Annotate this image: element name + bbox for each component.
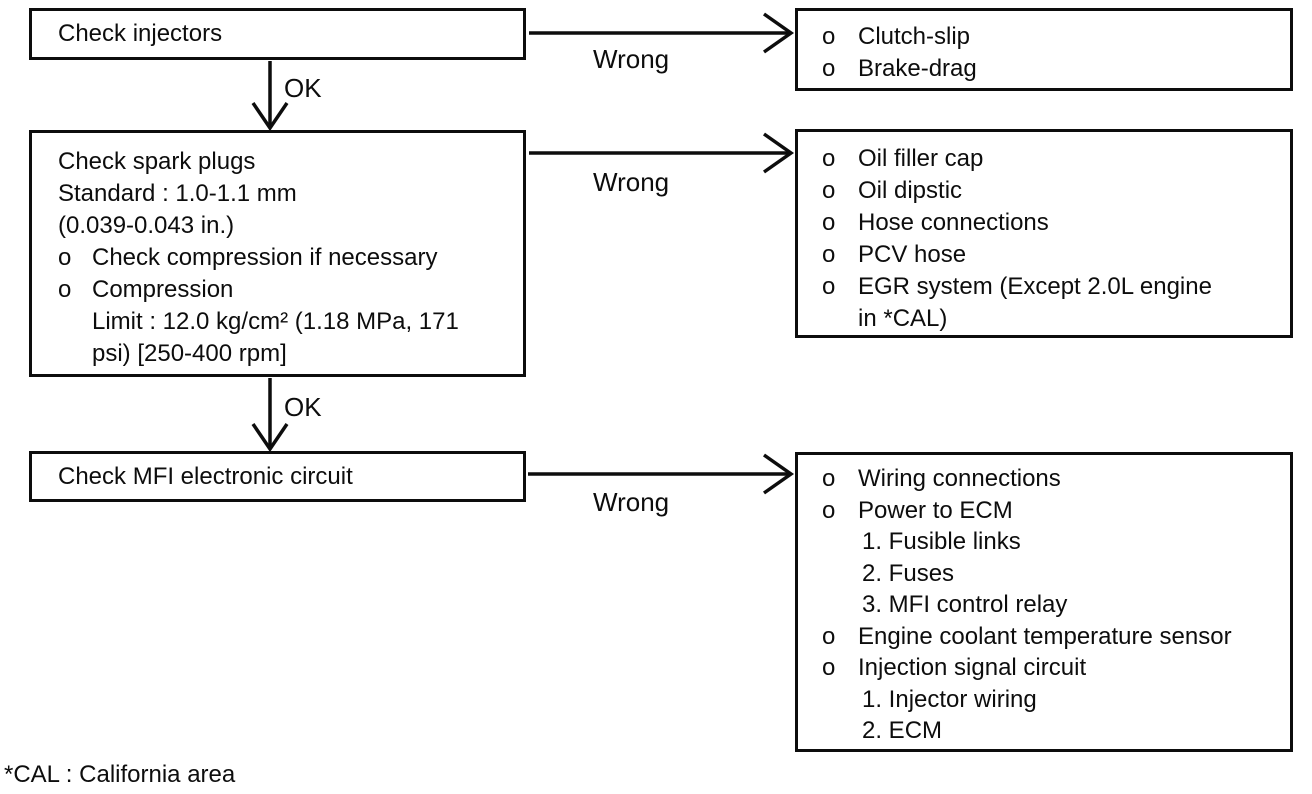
list-item-label: 2. ECM	[862, 717, 943, 744]
list-item: o Compression	[58, 274, 517, 306]
list-item: o Check compression if necessary	[58, 242, 517, 274]
list-item-label: Power to ECM	[858, 496, 1013, 524]
list-item-continuation: Limit : 12.0 kg/cm² (1.18 MPa, 171	[58, 306, 517, 338]
list-item: o Wiring connections	[822, 463, 1284, 495]
bullet-marker: o	[822, 241, 836, 268]
step-box-check-mfi-circuit: Check MFI electronic circuit	[29, 451, 526, 502]
list-item-label: Compression	[92, 276, 234, 303]
list-item-label: Engine coolant temperature sensor	[858, 622, 1232, 650]
text-line-label: Check spark plugs	[58, 148, 256, 175]
arrow-mfi-wrong-head	[762, 453, 795, 495]
edge-label-wrong-injectors: Wrong	[593, 44, 670, 74]
list-item-label: psi) [250-400 rpm]	[92, 340, 287, 367]
list-item: o EGR system (Except 2.0L engine	[822, 271, 1284, 303]
step-title: Check injectors	[58, 20, 223, 47]
list-item-label: in *CAL)	[858, 305, 948, 332]
text-line: (0.039-0.043 in.)	[58, 210, 517, 242]
bullet-marker: o	[822, 55, 836, 82]
list-item-continuation: psi) [250-400 rpm]	[58, 338, 517, 370]
bullet-marker: o	[822, 465, 836, 492]
list-item-label: 1. Injector wiring	[862, 685, 1037, 713]
arrow-injectors-wrong-head	[762, 12, 795, 54]
list-item-label: 3. MFI control relay	[862, 591, 1068, 618]
step-title: Check MFI electronic circuit	[58, 462, 353, 490]
text-line: Standard : 1.0-1.1 mm	[58, 178, 517, 210]
result-box-mfi-wrong: o Wiring connections o Power to ECM 1. F…	[795, 452, 1293, 752]
text-line: Check spark plugs	[58, 146, 517, 178]
list-item-label: PCV hose	[858, 241, 967, 268]
footnote-cal: *CAL : California area	[4, 761, 236, 788]
list-item-label: 2. Fuses	[862, 559, 955, 587]
list-item-label: Limit : 12.0 kg/cm² (1.18 MPa, 171	[92, 308, 459, 335]
edge-label-wrong-spark: Wrong	[593, 167, 670, 197]
bullet-marker: o	[58, 244, 72, 271]
list-item-label: Injection signal circuit	[858, 654, 1087, 681]
list-item-label: Check compression if necessary	[92, 244, 438, 271]
list-item-label: Oil filler cap	[858, 145, 984, 172]
bullet-marker: o	[822, 23, 836, 50]
result-box-spark-plugs-wrong: o Oil filler cap o Oil dipstic o Hose co…	[795, 129, 1293, 338]
numbered-sub-item: 2. ECM	[822, 715, 1284, 747]
list-item: o Clutch-slip	[822, 21, 1284, 53]
step-box-check-injectors: Check injectors	[29, 8, 526, 60]
bullet-marker: o	[822, 496, 836, 524]
list-item: o Oil dipstic	[822, 175, 1284, 207]
list-item-label: Clutch-slip	[858, 23, 971, 50]
numbered-sub-item: 1. Fusible links	[822, 526, 1284, 558]
arrow-spark-ok-head	[251, 423, 289, 453]
list-item: o PCV hose	[822, 239, 1284, 271]
list-item: o Power to ECM	[822, 495, 1284, 527]
numbered-sub-item: 1. Injector wiring	[822, 684, 1284, 716]
list-item-label: 1. Fusible links	[862, 528, 1021, 555]
list-item-label: Brake-drag	[858, 55, 977, 82]
list-item-label: Hose connections	[858, 209, 1049, 236]
arrow-injectors-ok-head	[251, 102, 289, 132]
bullet-marker: o	[822, 209, 836, 236]
list-item: o Engine coolant temperature sensor	[822, 621, 1284, 653]
list-item-label: Wiring connections	[858, 465, 1061, 492]
list-item: o Oil filler cap	[822, 143, 1284, 175]
arrow-spark-wrong-head	[762, 132, 795, 174]
bullet-marker: o	[822, 654, 836, 681]
bullet-marker: o	[822, 622, 836, 650]
text-line-label: Standard : 1.0-1.1 mm	[58, 180, 297, 207]
list-item: o Injection signal circuit	[822, 652, 1284, 684]
list-item: o Hose connections	[822, 207, 1284, 239]
list-item-continuation: in *CAL)	[822, 303, 1284, 335]
result-box-injectors-wrong: o Clutch-slip o Brake-drag	[795, 8, 1293, 91]
text-line-label: (0.039-0.043 in.)	[58, 212, 235, 239]
bullet-marker: o	[822, 273, 836, 300]
edge-label-ok-spark: OK	[284, 392, 322, 422]
edge-label-wrong-mfi: Wrong	[593, 487, 670, 517]
list-item: o Brake-drag	[822, 53, 1284, 85]
list-item-label: EGR system (Except 2.0L engine	[858, 273, 1212, 300]
step-box-check-spark-plugs: Check spark plugs Standard : 1.0-1.1 mm …	[29, 130, 526, 377]
bullet-marker: o	[822, 177, 836, 204]
numbered-sub-item: 3. MFI control relay	[822, 589, 1284, 621]
bullet-marker: o	[58, 276, 72, 303]
bullet-marker: o	[822, 145, 836, 172]
list-item-label: Oil dipstic	[858, 177, 963, 204]
numbered-sub-item: 2. Fuses	[822, 558, 1284, 590]
edge-label-ok-injectors: OK	[284, 73, 322, 103]
